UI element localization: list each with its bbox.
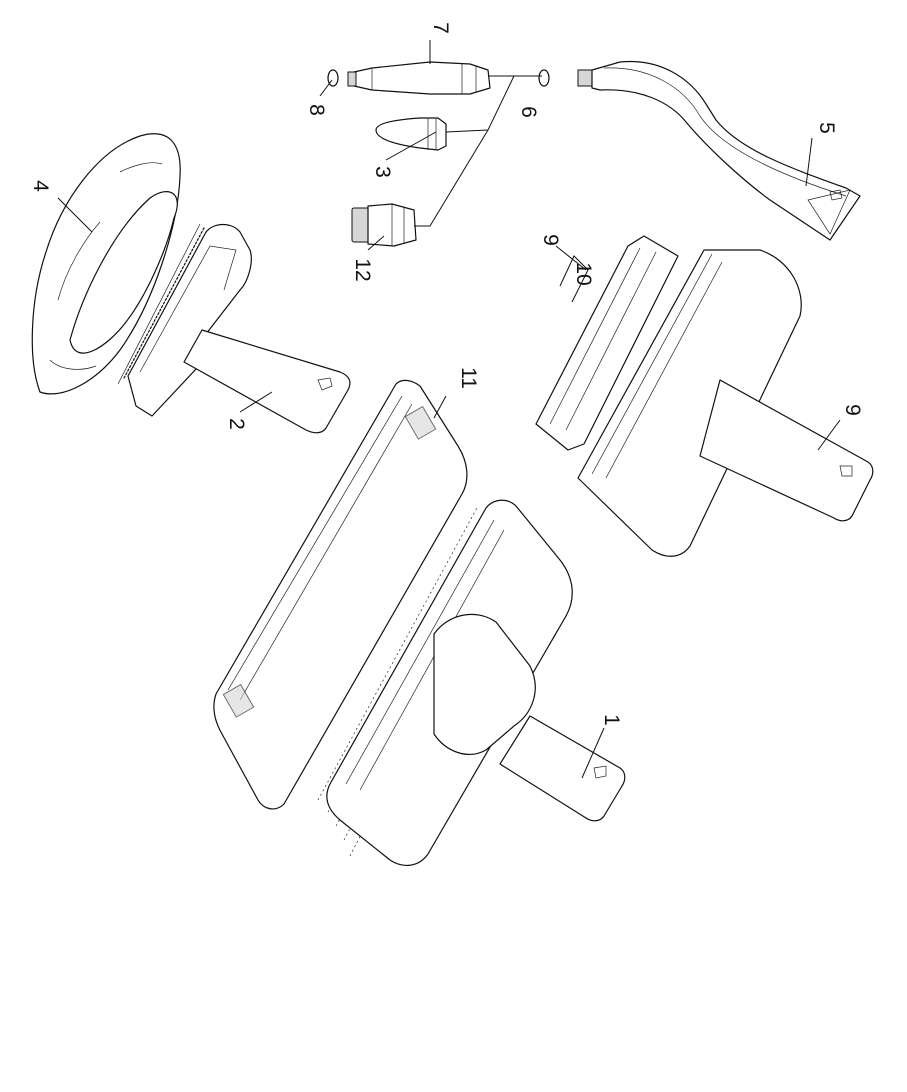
part-6-o-ring	[538, 69, 550, 87]
leader-9a	[555, 245, 587, 271]
leader-11	[433, 395, 447, 419]
callout-4: 4	[29, 180, 52, 192]
callout-12: 12	[351, 258, 374, 281]
callout-3: 3	[371, 166, 394, 178]
leader-3	[385, 131, 437, 161]
part-2-hand-brush	[117, 223, 351, 434]
callout-8: 8	[305, 104, 328, 116]
part-10-squeegee-blade	[535, 235, 679, 451]
leader-5	[805, 137, 813, 187]
part-1-floor-nozzle	[317, 499, 626, 866]
leader-2	[239, 391, 273, 413]
leader-10	[559, 255, 589, 303]
part-5-detail-nozzle	[577, 60, 861, 241]
part-4-cloth-cover	[31, 133, 181, 395]
callout-9-top: 9	[539, 234, 562, 246]
callout-6: 6	[517, 106, 540, 118]
callout-10: 10	[572, 262, 595, 285]
callout-11: 11	[457, 367, 480, 389]
leader-9b	[817, 419, 841, 451]
callout-5: 5	[815, 122, 838, 134]
part-9-window-nozzle	[577, 249, 874, 557]
leader-12	[367, 235, 385, 251]
leader-6c	[414, 129, 489, 227]
leader-4	[57, 197, 93, 233]
leader-1	[581, 727, 605, 779]
part-7-pin-nozzle	[347, 61, 491, 95]
leader-lines	[57, 40, 841, 779]
callout-2: 2	[225, 418, 248, 430]
part-3-cone-nozzle	[375, 117, 447, 151]
part-12-round-brush	[351, 203, 417, 247]
callout-7: 7	[429, 22, 452, 34]
part-11-floor-cloth	[213, 379, 468, 810]
callout-9-right: 9	[841, 404, 864, 416]
callout-labels: 1 2 3 4 5 6 7 8 9 9 10 11 12	[29, 22, 864, 726]
leader-8	[319, 79, 333, 97]
callout-1: 1	[600, 714, 623, 726]
